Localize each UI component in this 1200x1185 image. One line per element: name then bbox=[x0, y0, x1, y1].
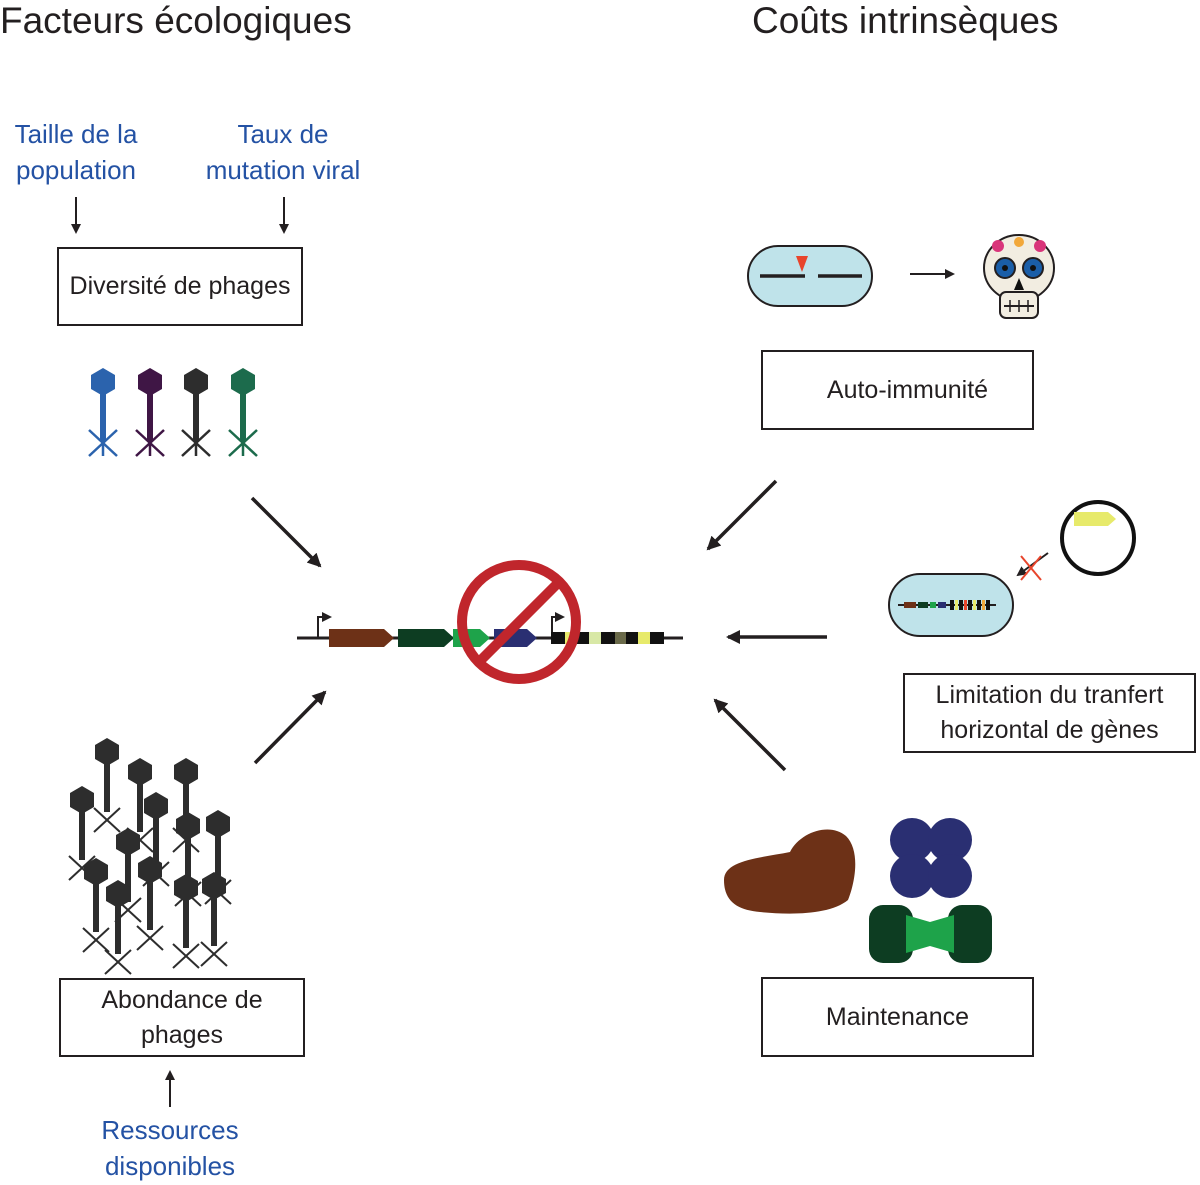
heading-intrinsic-costs: Coûts intrinsèques bbox=[752, 0, 1059, 41]
cas-protein-complex-icon bbox=[869, 818, 992, 963]
box-phage-abundance-line1: Abondance de bbox=[101, 985, 263, 1014]
box-phage-diversity: Diversité de phages bbox=[57, 247, 303, 326]
label-mutation-rate-line2: mutation viral bbox=[205, 155, 361, 185]
label-population-size: Taille de la population bbox=[6, 116, 146, 188]
label-population-size-line1: Taille de la bbox=[14, 119, 138, 149]
arrow-abundance-to-center bbox=[253, 690, 327, 765]
box-hgt-limitation-line1: Limitation du tranfert bbox=[935, 681, 1164, 709]
skull-icon bbox=[983, 234, 1055, 319]
phage-crowd-icon bbox=[68, 738, 232, 975]
box-autoimmunity-label: Auto-immunité bbox=[826, 375, 989, 404]
box-phage-abundance-line2: phages bbox=[140, 1020, 223, 1049]
label-resources-line2: disponibles bbox=[104, 1151, 236, 1181]
box-hgt-limitation: Limitation du tranfert horizontal de gèn… bbox=[903, 673, 1196, 753]
label-resources-line1: Ressources bbox=[101, 1115, 239, 1145]
bacterial-cell-cut-icon bbox=[747, 245, 873, 307]
box-phage-diversity-label: Diversité de phages bbox=[69, 272, 291, 300]
box-hgt-limitation-line2: horizontal de gènes bbox=[940, 716, 1159, 744]
bacterial-cell-crispr-icon bbox=[888, 573, 1014, 637]
arrow-autoimmunity-to-center bbox=[706, 479, 778, 551]
label-mutation-rate: Taux de mutation viral bbox=[196, 116, 370, 188]
blocked-transfer-icon bbox=[1016, 552, 1049, 581]
label-mutation-rate-line1: Taux de bbox=[237, 119, 329, 149]
phage-dark-icon bbox=[181, 368, 211, 457]
box-phage-abundance: Abondance de phages bbox=[59, 978, 305, 1057]
phage-purple-icon bbox=[135, 368, 165, 457]
prohibition-icon bbox=[457, 560, 581, 684]
plasmid-icon bbox=[1060, 500, 1136, 576]
phage-green-icon bbox=[228, 368, 258, 457]
crispr-locus-icon bbox=[297, 612, 683, 647]
label-resources: Ressources disponibles bbox=[90, 1112, 250, 1184]
heading-ecological-factors: Facteurs écologiques bbox=[0, 0, 352, 41]
cas-protein-brown-icon bbox=[724, 829, 856, 914]
arrow-maintenance-to-center bbox=[713, 698, 787, 772]
phage-blue-icon bbox=[88, 368, 118, 457]
box-maintenance: Maintenance bbox=[761, 977, 1034, 1057]
arrow-diversity-to-center bbox=[250, 496, 322, 568]
box-maintenance-label: Maintenance bbox=[825, 1002, 970, 1031]
label-population-size-line2: population bbox=[16, 155, 136, 185]
box-autoimmunity: Auto-immunité bbox=[761, 350, 1034, 430]
